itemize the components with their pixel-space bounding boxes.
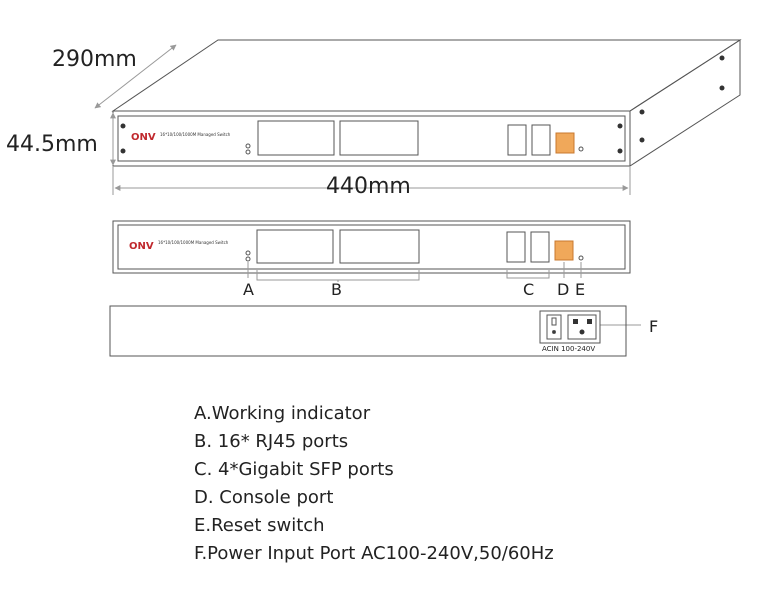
legend-item-e: E.Reset switch — [194, 515, 325, 536]
legend-item-a: A.Working indicator — [194, 403, 371, 424]
rear-panel — [109, 305, 627, 357]
switch-3d-view — [111, 39, 742, 167]
model-text-3d: 16*10/100/1000M Managed Switch — [160, 132, 231, 137]
callout-a: A — [243, 280, 254, 299]
legend-list: A.Working indicator B. 16* RJ45 ports C.… — [194, 400, 554, 568]
brand-logo-3d: ONV — [131, 132, 156, 143]
rj45-ports-left — [256, 229, 334, 264]
switch-front-face — [112, 110, 631, 167]
sfp-port-2 — [530, 231, 550, 263]
rj45-ports-right — [339, 229, 420, 264]
depth-dimension-line — [94, 44, 177, 109]
callout-e: E — [575, 280, 585, 299]
legend-item-c: C. 4*Gigabit SFP ports — [194, 459, 394, 480]
height-label: 44.5mm — [6, 132, 98, 157]
width-label: 440mm — [326, 174, 411, 199]
legend-item-f: F.Power Input Port AC100-240V,50/60Hz — [194, 543, 554, 564]
power-socket-icon — [567, 314, 597, 340]
callout-d: D — [557, 280, 569, 299]
callout-b: B — [331, 280, 342, 299]
power-label: ACIN 100-240V — [542, 345, 595, 353]
depth-label: 290mm — [52, 47, 137, 72]
legend-item-d: D. Console port — [194, 487, 334, 508]
callout-f: F — [649, 317, 658, 336]
brand-logo: ONV — [129, 241, 154, 252]
power-input-port — [539, 310, 601, 344]
front-panel — [112, 220, 631, 274]
callout-c: C — [523, 280, 534, 299]
rj45-block-1 — [257, 120, 335, 156]
console-port — [554, 240, 574, 261]
reset-switch — [578, 255, 584, 261]
power-switch-icon — [546, 314, 562, 340]
rj45-block-2 — [339, 120, 419, 156]
console-port-3d — [555, 132, 575, 154]
model-text: 16*10/100/1000M Managed Switch — [158, 240, 229, 245]
sfp-port-1 — [506, 231, 526, 263]
working-indicator — [245, 250, 251, 256]
legend-item-b: B. 16* RJ45 ports — [194, 431, 349, 452]
